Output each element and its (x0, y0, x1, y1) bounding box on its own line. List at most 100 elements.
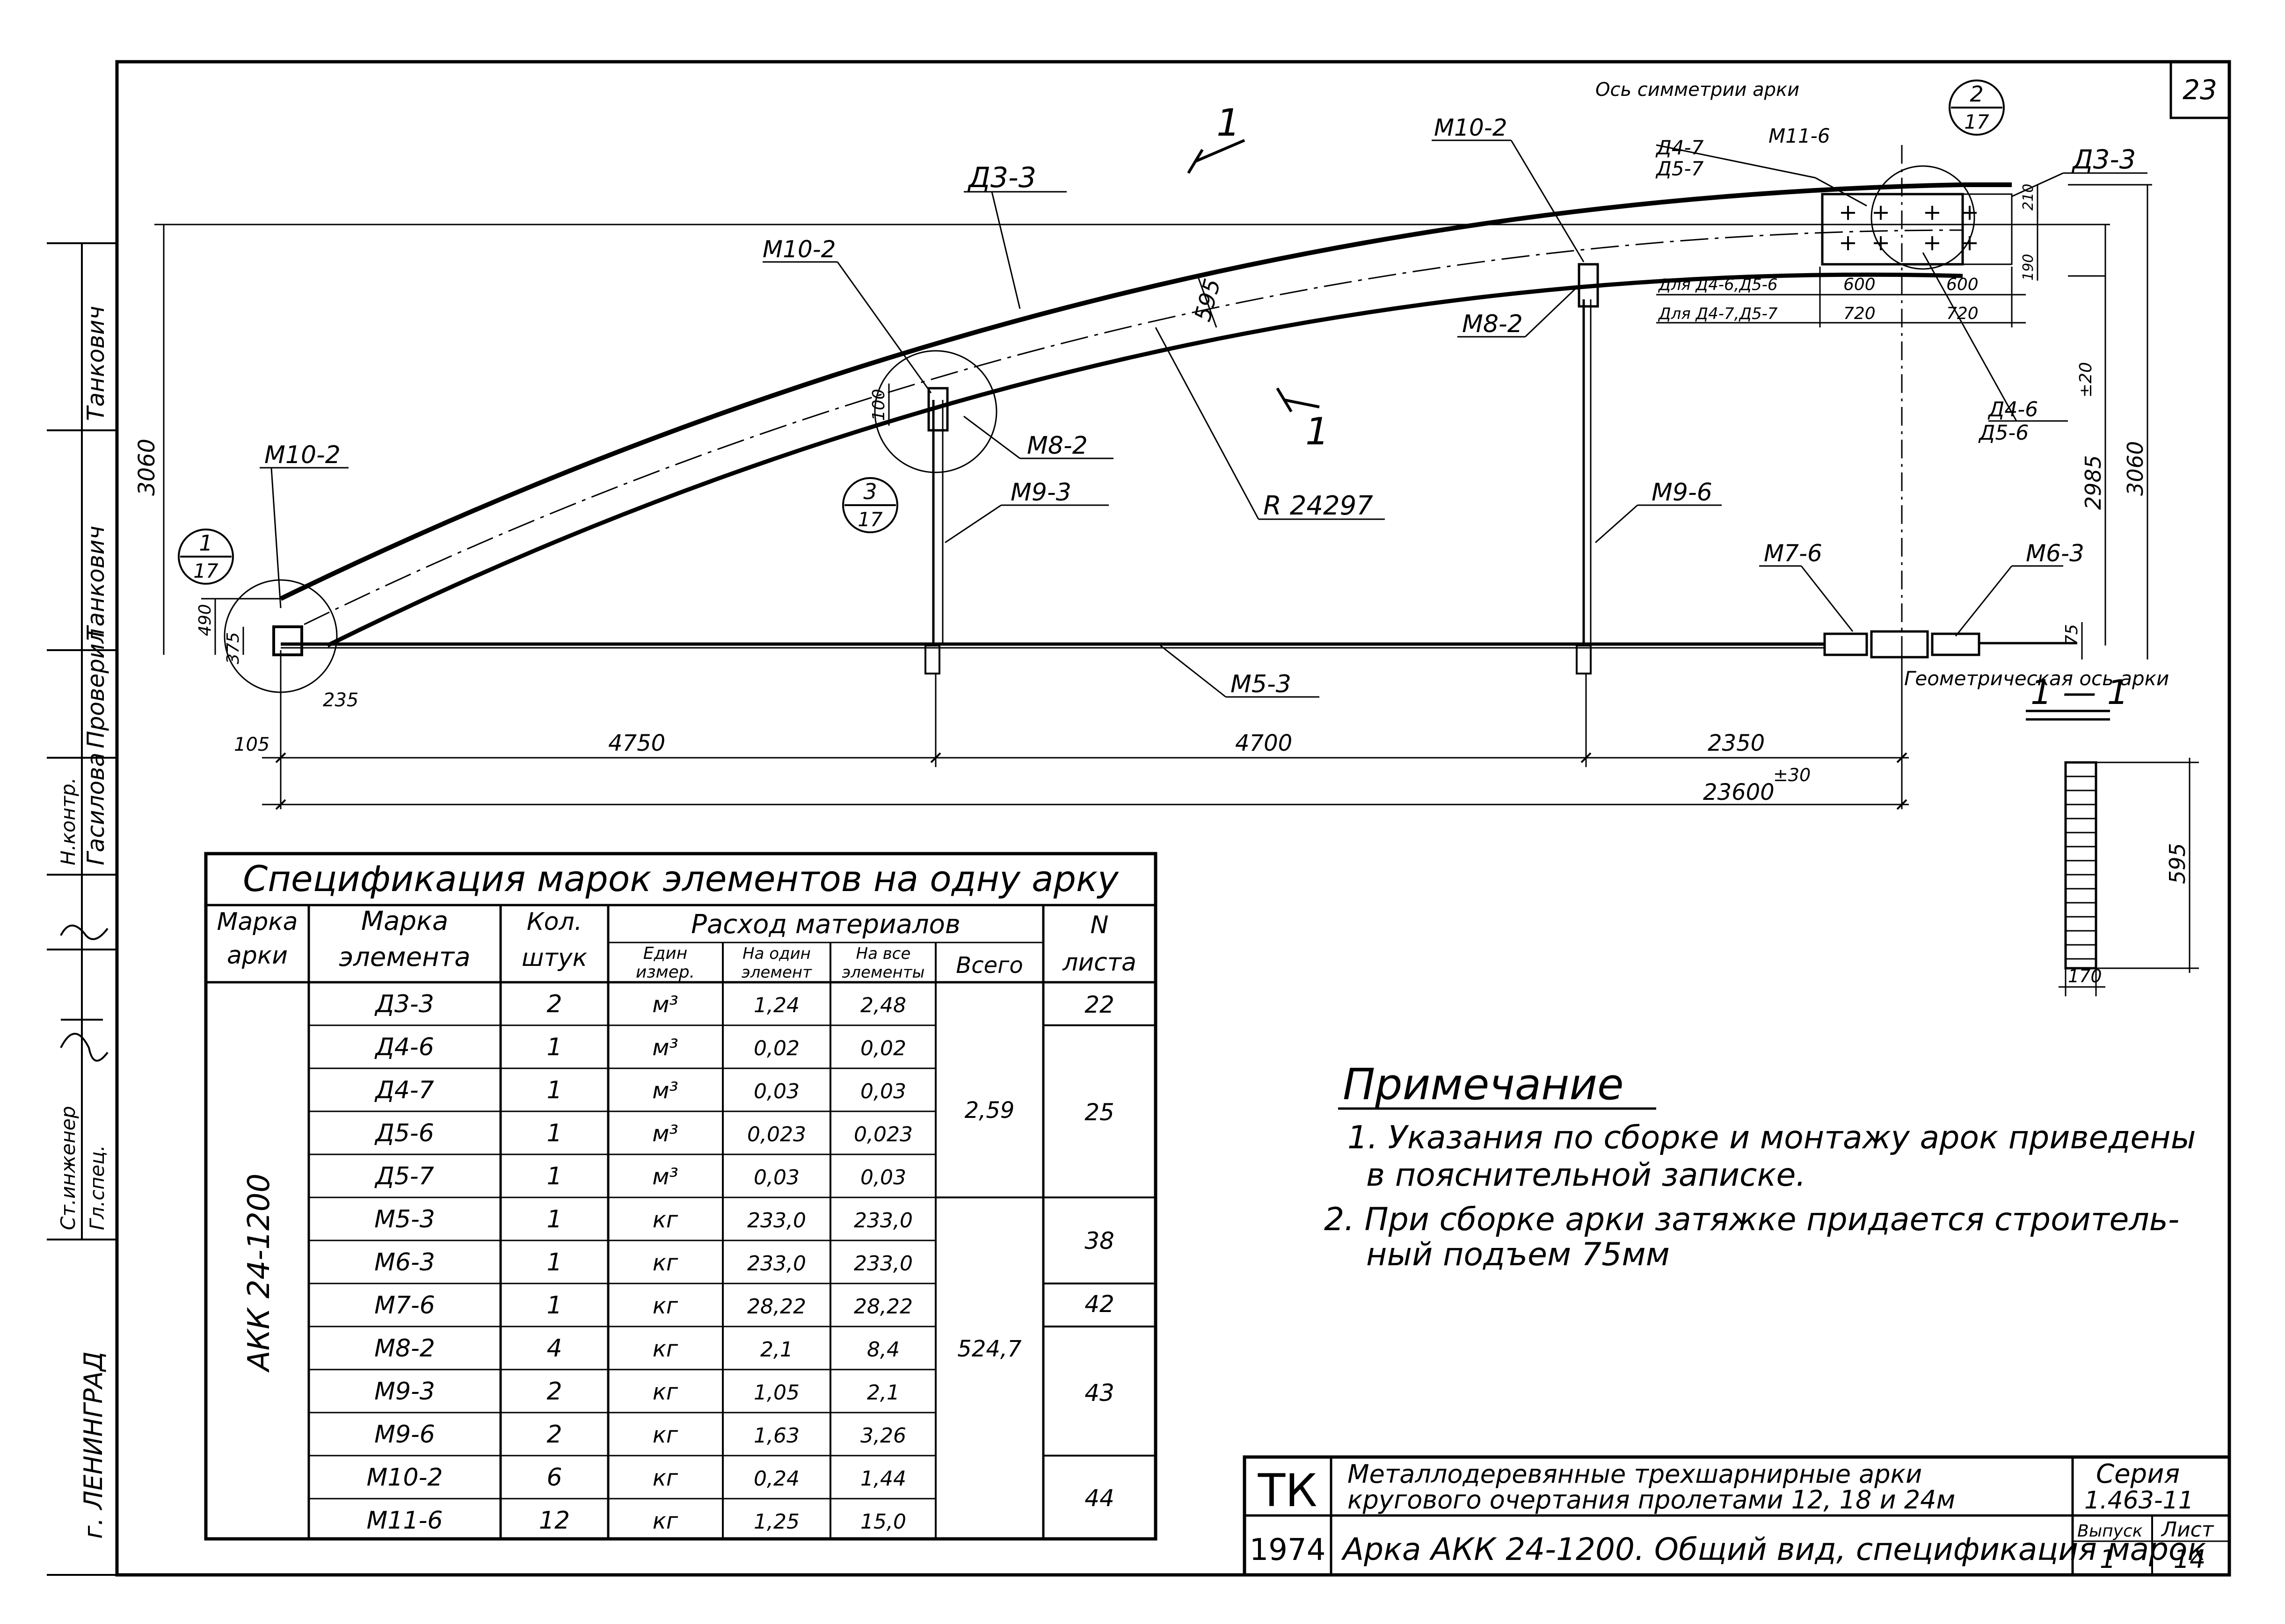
hdr-per-one-2: элемент (742, 963, 812, 982)
spec-cell-one: 233,0 (747, 1252, 806, 1276)
hdr-unit-2: измер. (636, 963, 695, 982)
dim-2985: 2985 (2081, 455, 2106, 510)
label-m7-6: М7-6 (1764, 540, 1822, 567)
sheet-ref-22: 22 (1084, 991, 1114, 1018)
hdr-consumption: Расход материалов (691, 909, 961, 940)
spec-cell-one: 1,25 (754, 1510, 800, 1534)
label-for-d4-6: Для Д4-6,Д5-6 (1658, 276, 1778, 294)
arch-geometry (154, 80, 2199, 996)
section-height-595: 595 (2165, 843, 2190, 884)
label-geom-axis: Геометрическая ось арки (1904, 667, 2169, 690)
spec-cell-qty: 6 (546, 1464, 562, 1492)
detail-callouts: 1 17 3 17 2 17 (193, 81, 1989, 582)
series-value: 1.463-11 (2084, 1486, 2194, 1515)
note-line-4: ный подъем 75мм (1366, 1236, 1670, 1273)
spec-cell-el: М5-3 (374, 1205, 435, 1233)
hdr-unit-1: Един (643, 944, 688, 963)
label-m10-2-mid: М10-2 (763, 236, 836, 263)
dim-105: 105 (234, 734, 269, 755)
spec-cell-unit: кг (653, 1379, 678, 1405)
spec-cell-unit: кг (653, 1250, 678, 1276)
callout-1-sheet: 17 (193, 559, 218, 582)
hdr-qty-2: штук (522, 944, 588, 972)
spec-cell-unit: кг (653, 1508, 678, 1534)
spec-cell-one: 0,24 (754, 1467, 800, 1491)
spec-cell-unit: кг (653, 1336, 678, 1362)
spec-cell-qty: 2 (546, 990, 562, 1018)
label-m11-6: М11-6 (1768, 124, 1830, 147)
spec-cell-one: 0,03 (754, 1166, 800, 1189)
spec-cell-unit: кг (653, 1293, 678, 1319)
dim-3060-right: 3060 (2123, 441, 2148, 496)
sheet-frame (115, 60, 2231, 1577)
dim-375: 375 (224, 632, 243, 664)
stamp-role-2: Гл.спец. (86, 1145, 109, 1230)
spec-cell-el: Д3-3 (374, 990, 434, 1018)
dim-210: 210 (2020, 184, 2037, 210)
stamp-role-1: Ст.инженер (57, 1106, 80, 1230)
spec-title: Спецификация марок элементов на одну арк… (243, 858, 1119, 899)
callout-3-num: 3 (863, 479, 877, 504)
spec-cell-el: М6-3 (374, 1248, 435, 1276)
note-block: Примечание 1. Указания по сборке и монта… (1324, 1059, 2196, 1273)
label-radius: R 24297 (1263, 491, 1373, 521)
spec-cell-all: 233,0 (854, 1252, 913, 1276)
spec-cell-unit: м³ (652, 1164, 678, 1190)
stamp-city: г. ЛЕНИНГРАД (79, 1351, 108, 1539)
spec-cell-qty: 4 (546, 1334, 562, 1363)
dim-235: 235 (323, 689, 358, 711)
label-m8-2-mid: М8-2 (1027, 432, 1088, 460)
hdr-sheet-1: N (1091, 911, 1109, 939)
title-sheet-title: Арка АКК 24-1200. Общий вид, спецификаци… (1341, 1531, 2206, 1567)
side-stamp-text: г. ЛЕНИНГРАД Ст.инженер Гл.спец. Н.контр… (57, 306, 160, 1539)
label-d4-7: Д4-7 (1655, 136, 1704, 159)
note-line-1: 1. Указания по сборке и монтажу арок при… (1347, 1119, 2196, 1156)
side-stamp (47, 242, 117, 1576)
label-m9-3: М9-3 (1011, 478, 1071, 507)
dim-595: 595 (1189, 276, 1226, 324)
sheet-label: Лист (2161, 1518, 2214, 1542)
spec-cell-one: 28,22 (747, 1295, 806, 1319)
spec-cell-el: М8-2 (374, 1334, 435, 1363)
title-name-line-1: Металлодеревянные трехшарнирные арки (1347, 1459, 1922, 1489)
note-line-3: 2. При сборке арки затяжке придается стр… (1324, 1201, 2179, 1238)
stamp-name-2: Танкович (82, 526, 109, 641)
callout-3-sheet: 17 (858, 508, 883, 531)
spec-cell-all: 0,02 (860, 1037, 906, 1060)
dim-600-a: 600 (1843, 275, 1876, 294)
total-timber: 2,59 (965, 1097, 1015, 1124)
dim-23600: 23600 (1703, 779, 1775, 805)
spec-cell-el: М11-6 (367, 1507, 443, 1535)
spec-cell-unit: м³ (652, 1035, 678, 1061)
sheet-ref-38: 38 (1084, 1227, 1114, 1254)
hdr-per-all-1: На все (856, 944, 911, 963)
hdr-sheet-2: листа (1062, 949, 1136, 977)
issue-value: 1 (2100, 1544, 2116, 1574)
sheet-number: 23 (2183, 74, 2217, 106)
title-org: ТК (1258, 1464, 1317, 1517)
dim-100: 100 (869, 389, 888, 421)
spec-cell-all: 8,4 (867, 1338, 900, 1362)
series-label: Серия (2096, 1459, 2180, 1489)
stamp-name-3: Танкович (82, 306, 109, 421)
spec-cell-all: 2,1 (867, 1381, 900, 1405)
sheet-ref-25: 25 (1084, 1099, 1114, 1126)
title-year: 1974 (1250, 1533, 1326, 1567)
spec-cell-all: 15,0 (860, 1510, 906, 1534)
hdr-element-mark-2: элемента (339, 942, 470, 972)
spec-cell-el: М9-3 (374, 1378, 435, 1406)
spec-cell-one: 0,02 (754, 1037, 800, 1060)
spec-cell-el: М10-2 (367, 1464, 443, 1492)
spec-cell-qty: 1 (546, 1033, 562, 1061)
label-m10-2-right: М10-2 (1434, 114, 1507, 141)
issue-label: Выпуск (2077, 1522, 2143, 1541)
label-m8-2-right: М8-2 (1462, 310, 1523, 338)
spec-cell-qty: 2 (546, 1421, 562, 1449)
dim-600-b: 600 (1946, 275, 1979, 294)
dim-720-a: 720 (1843, 304, 1876, 323)
label-m6-3: М6-3 (2026, 540, 2084, 567)
hdr-per-one-1: На один (742, 944, 811, 963)
arch-mark-value: АКК 24-1200 (242, 1174, 277, 1373)
callout-2-sheet: 17 (1964, 110, 1989, 133)
